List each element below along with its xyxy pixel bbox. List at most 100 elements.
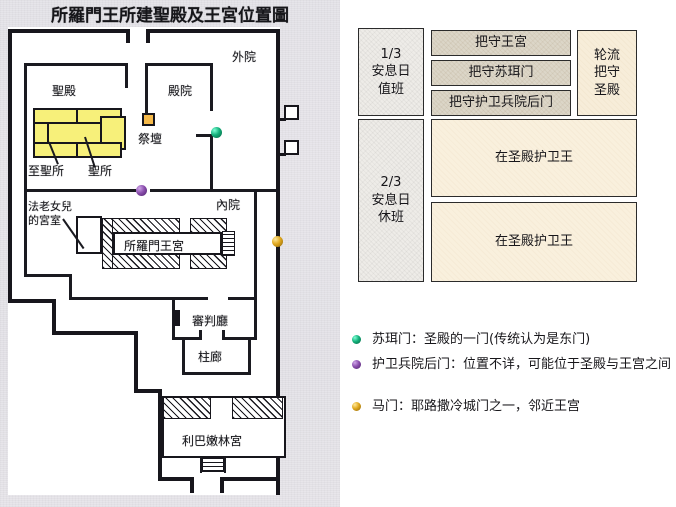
palace-hatch-east-bottom bbox=[190, 254, 227, 269]
legend-text-horse-gate: 马门：耶路撒冷城门之一，邻近王宫 bbox=[372, 399, 581, 415]
temple-court-right-stub bbox=[196, 134, 212, 137]
outer-gate-bottom-tick-r bbox=[220, 477, 224, 493]
map-panel: 所羅門王所建聖殿及王宮位置圖 外院 bbox=[0, 0, 340, 507]
temple-court-right-lower bbox=[210, 136, 213, 192]
row2-shift-line1: 2/3 bbox=[380, 175, 402, 191]
judgment-door-tick-r bbox=[222, 330, 225, 340]
outer-wall-left bbox=[8, 29, 12, 299]
legend-dot-green-icon bbox=[352, 335, 361, 344]
duty-roster-table: 1/3 安息日 值班 把守王宮 把守苏珥门 把守护卫兵院后门 轮流 把守 圣殿 … bbox=[358, 28, 668, 283]
inner-court-left-bottom bbox=[24, 274, 72, 277]
row1-duty-1: 把守王宮 bbox=[431, 30, 571, 56]
outer-wall-step-h1 bbox=[8, 299, 56, 303]
lebanon-porch-left bbox=[200, 457, 202, 473]
outer-wall-step-h3 bbox=[134, 389, 162, 393]
row2-duty-2: 在圣殿护卫王 bbox=[431, 202, 637, 282]
legend-text-guardhouse-gate: 护卫兵院后门：位置不详，可能位于圣殿与王宫之间 bbox=[372, 357, 672, 373]
outer-wall-bottom-right bbox=[224, 477, 280, 481]
row2-duty-1: 在圣殿护卫王 bbox=[431, 119, 637, 197]
map-title: 所羅門王所建聖殿及王宮位置圖 bbox=[51, 5, 289, 26]
altar-marker bbox=[142, 113, 155, 126]
outer-wall-top-left bbox=[8, 29, 130, 33]
row1-duty-2: 把守苏珥门 bbox=[431, 60, 571, 86]
row2-shift-line3: 休班 bbox=[377, 210, 404, 226]
palace-hatch-left bbox=[102, 218, 113, 269]
temple-court-left bbox=[145, 63, 148, 115]
label-temple-court: 殿院 bbox=[168, 84, 193, 98]
legend-dot-purple-icon bbox=[352, 360, 361, 370]
judgment-right bbox=[254, 300, 257, 340]
legend: 苏珥门：圣殿的一门(传统认为是东门) 护卫兵院后门：位置不详，可能位于圣殿与王宫… bbox=[348, 330, 676, 422]
palace-hatch-bottom bbox=[102, 254, 180, 269]
label-inner-court: 內院 bbox=[216, 198, 241, 212]
east-gate-upper bbox=[284, 105, 299, 120]
judgment-door-tick-l bbox=[199, 330, 202, 340]
row1-note: 轮流 把守 圣殿 bbox=[577, 30, 637, 116]
outer-wall-step-v3 bbox=[158, 389, 162, 481]
label-hall-of-pillars: 柱廊 bbox=[198, 350, 223, 364]
palace-inner-room bbox=[113, 232, 222, 255]
temple-block-se bbox=[76, 142, 122, 158]
lebanon-hatch-right bbox=[232, 397, 283, 419]
row2-shift-label: 2/3 安息日 休班 bbox=[358, 119, 424, 282]
label-holy-of-holies: 至聖所 bbox=[28, 164, 65, 178]
label-pharaoh-daughter-2: 的宮室 bbox=[28, 214, 61, 227]
marker-horse-gate bbox=[272, 236, 283, 247]
outer-wall-step-v2 bbox=[134, 331, 138, 393]
inner-court-top-left bbox=[24, 189, 136, 192]
row1-shift-label: 1/3 安息日 值班 bbox=[358, 28, 424, 116]
row1-note-line1: 轮流 bbox=[593, 47, 620, 63]
outer-wall-right bbox=[276, 29, 280, 495]
outer-gate-tick-left bbox=[126, 29, 130, 43]
outer-gate-bottom-tick-l bbox=[190, 477, 194, 493]
row1-note-line2: 把守 bbox=[593, 65, 620, 81]
inner-court-bottom bbox=[69, 297, 208, 300]
palace-east-steps bbox=[222, 231, 235, 256]
label-temple: 聖殿 bbox=[52, 84, 77, 98]
row1-shift-line2: 安息日 bbox=[371, 64, 411, 80]
temple-court-top bbox=[145, 63, 213, 66]
temple-court-right bbox=[210, 63, 213, 111]
east-gate-upper-connect bbox=[276, 118, 286, 121]
palace-hatch-top bbox=[102, 218, 180, 233]
legend-item-horse-gate: 马门：耶路撒冷城门之一，邻近王宫 bbox=[348, 397, 676, 417]
pillars-right bbox=[248, 340, 251, 375]
label-hall-of-judgment: 審判廳 bbox=[192, 314, 229, 328]
inner-court-right bbox=[254, 189, 257, 300]
outer-gate-tick-right bbox=[146, 29, 150, 43]
label-altar: 祭壇 bbox=[138, 132, 163, 146]
temple-enc-top bbox=[24, 63, 128, 66]
marker-sur-gate bbox=[211, 127, 222, 138]
label-house-of-forest-lebanon: 利巴嫩林宮 bbox=[182, 434, 243, 448]
label-holy-place: 聖所 bbox=[88, 164, 113, 178]
inner-court-top-right bbox=[150, 189, 276, 192]
inner-court-bottom-right bbox=[228, 297, 257, 300]
east-gate-lower-connect bbox=[276, 153, 286, 156]
pharaoh-daughter-house bbox=[76, 216, 102, 254]
legend-item-guardhouse-gate: 护卫兵院后门：位置不详，可能位于圣殿与王宫之间 bbox=[348, 355, 676, 375]
label-solomon-palace: 所羅門王宮 bbox=[124, 239, 185, 253]
legend-text-sur-gate: 苏珥门：圣殿的一门(传统认为是东门) bbox=[372, 332, 591, 347]
outer-wall-bottom-left bbox=[158, 477, 194, 481]
lebanon-porch-right bbox=[224, 457, 226, 473]
label-outer-court: 外院 bbox=[232, 50, 257, 64]
temple-enc-right bbox=[125, 63, 128, 88]
judgment-bottom-l bbox=[172, 337, 202, 340]
marker-guardhouse-back-gate bbox=[136, 185, 147, 196]
judgment-bottom-r bbox=[222, 337, 257, 340]
pillars-left bbox=[182, 340, 185, 375]
pillars-bottom bbox=[182, 372, 251, 375]
legend-item-sur-gate: 苏珥门：圣殿的一门(传统认为是东门) bbox=[348, 330, 676, 350]
outer-wall-top-right bbox=[146, 29, 280, 33]
east-gate-lower bbox=[284, 140, 299, 155]
inner-court-left bbox=[24, 189, 27, 277]
label-pharaoh-daughter-1: 法老女兒 bbox=[28, 200, 72, 213]
row2-shift-line2: 安息日 bbox=[371, 192, 411, 208]
row1-note-line3: 圣殿 bbox=[593, 82, 620, 98]
row1-shift-line1: 1/3 bbox=[380, 46, 402, 62]
inner-court-left-bottom-v bbox=[69, 274, 72, 300]
lebanon-entrance-steps bbox=[202, 458, 224, 472]
row1-duty-3: 把守护卫兵院后门 bbox=[431, 90, 571, 116]
judgment-throne-block bbox=[173, 310, 180, 326]
temple-enc-left bbox=[24, 63, 27, 191]
